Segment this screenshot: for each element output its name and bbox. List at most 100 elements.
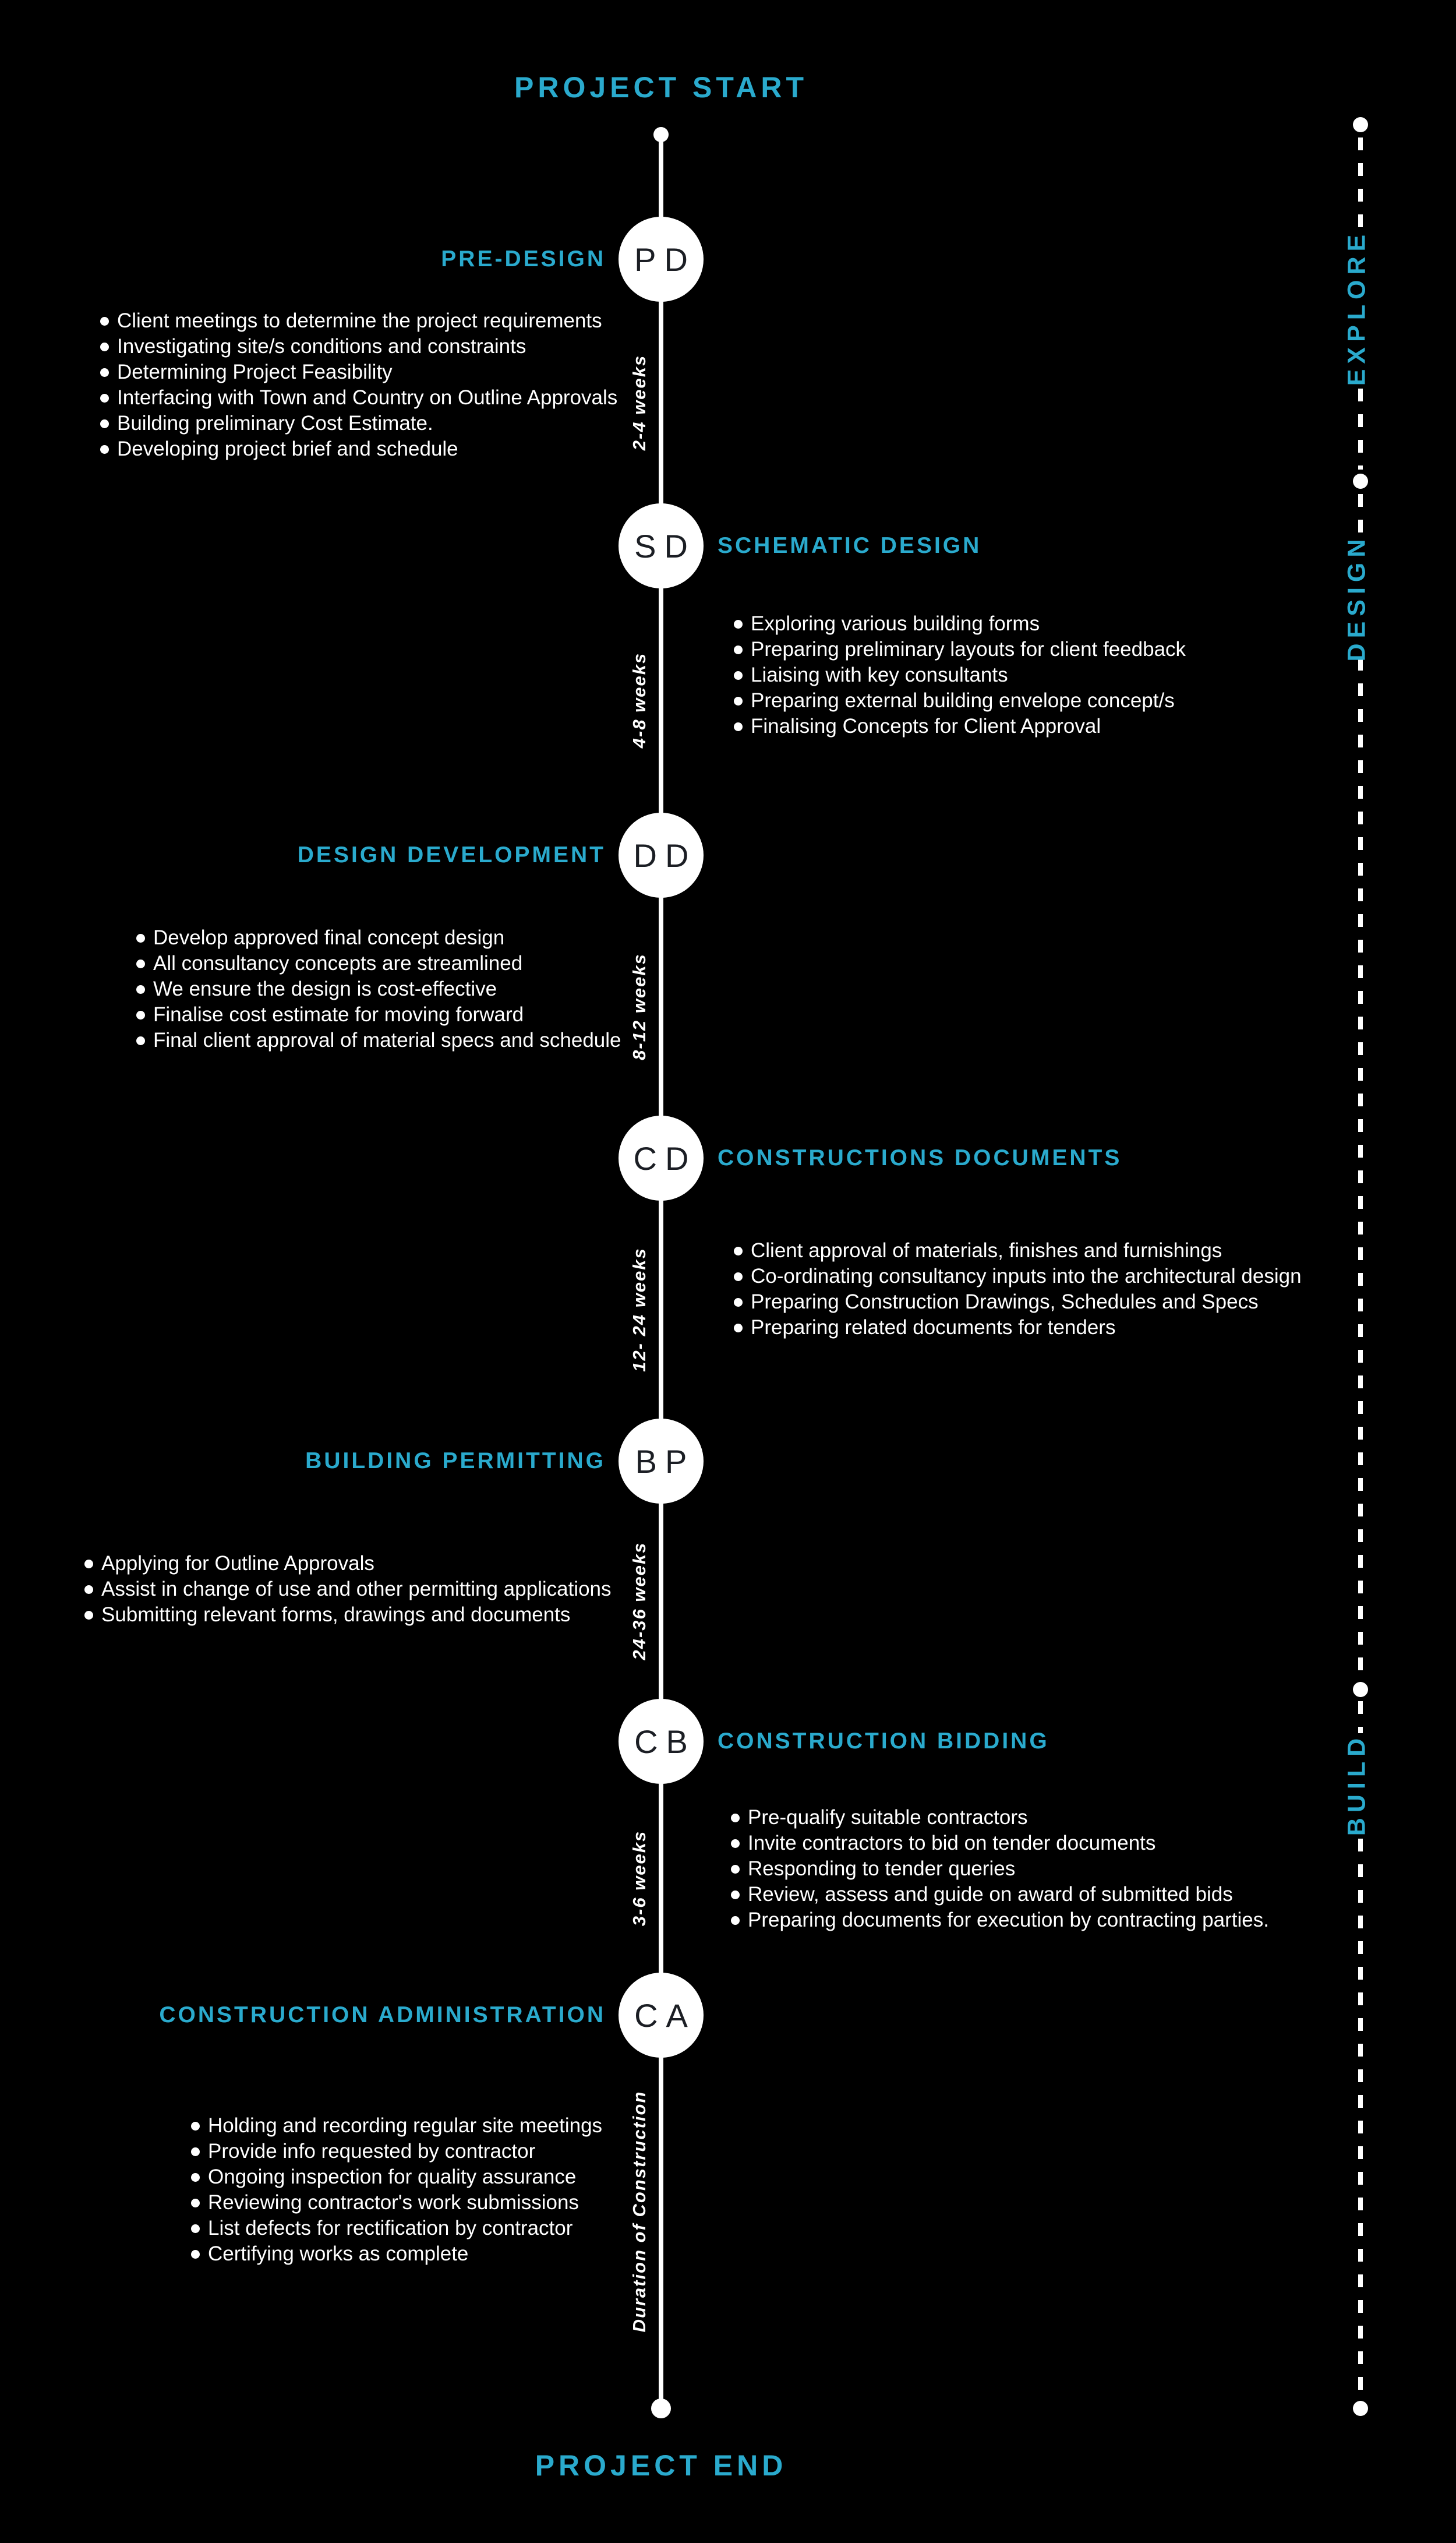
bullet-text: Ongoing inspection for quality assurance: [208, 2165, 577, 2188]
bullet-dot: [731, 1891, 740, 1899]
bullet-text: Submitting relevant forms, drawings and …: [101, 1603, 571, 1626]
phase-abbr-bp: BP: [635, 1442, 695, 1480]
bullet-dot: [734, 620, 743, 629]
list-item: Invite contractors to bid on tender docu…: [731, 1830, 1269, 1856]
right-rail-segment: [1358, 1839, 1363, 2398]
duration-label-bp: 24-36 weeks: [629, 1542, 649, 1660]
phase-abbr-cb: CB: [634, 1723, 696, 1760]
bullet-dot: [731, 1814, 740, 1822]
list-item: Preparing documents for execution by con…: [731, 1907, 1269, 1933]
list-item: Finalising Concepts for Client Approval: [734, 714, 1186, 739]
list-item: We ensure the design is cost-effective: [136, 976, 621, 1002]
list-item: Preparing preliminary layouts for client…: [734, 637, 1186, 662]
list-item: Preparing external building envelope con…: [734, 688, 1186, 714]
phase-node-ca: CA: [619, 1973, 704, 2058]
phase-title-constructions-documents: CONSTRUCTIONS DOCUMENTS: [718, 1145, 1122, 1170]
task-list-construction-bidding: Pre-qualify suitable contractors Invite …: [731, 1805, 1269, 1933]
phase-node-cb: CB: [619, 1699, 704, 1784]
phase-node-pd: PD: [619, 217, 704, 302]
bullet-dot: [100, 368, 109, 377]
list-item: Assist in change of use and other permit…: [84, 1576, 612, 1602]
bullet-text: Liaising with key consultants: [751, 664, 1008, 686]
list-item: Final client approval of material specs …: [136, 1028, 621, 1053]
bullet-dot: [191, 2173, 200, 2182]
task-list-constructions-documents: Client approval of materials, finishes a…: [734, 1238, 1302, 1341]
bullet-dot: [731, 1916, 740, 1925]
phase-abbr-dd: DD: [633, 837, 697, 874]
right-rail-segment: [1358, 1701, 1363, 1733]
phase-abbr-ca: CA: [634, 1997, 696, 2034]
bullet-text: All consultancy concepts are streamlined: [153, 952, 523, 975]
duration-label-dd: 8-12 weeks: [629, 953, 649, 1060]
right-rail-segment: [1358, 389, 1363, 470]
right-rail-dot: [1353, 2401, 1368, 2416]
list-item: Investigating site/s conditions and cons…: [100, 334, 617, 359]
bullet-dot: [734, 646, 743, 654]
bullet-dot: [136, 934, 145, 943]
bullet-text: Final client approval of material specs …: [153, 1029, 621, 1052]
list-item: Certifying works as complete: [191, 2241, 602, 2267]
list-item: Liaising with key consultants: [734, 662, 1186, 688]
bullet-dot: [100, 445, 109, 454]
phase-node-sd: SD: [619, 503, 704, 588]
timeline-start-dot: [653, 127, 669, 142]
bullet-text: Preparing Construction Drawings, Schedul…: [751, 1290, 1259, 1313]
list-item: Holding and recording regular site meeti…: [191, 2113, 602, 2139]
bullet-text: Provide info requested by contractor: [208, 2140, 536, 2163]
bullet-dot: [136, 1036, 145, 1045]
duration-label-cb: 3-6 weeks: [629, 1830, 649, 1927]
duration-label-ca: Duration of Construction: [629, 2090, 649, 2333]
list-item: Responding to tender queries: [731, 1856, 1269, 1882]
right-rail-dot: [1353, 117, 1368, 132]
phase-title-construction-administration: CONSTRUCTION ADMINISTRATION: [159, 2002, 606, 2027]
bullet-text: Investigating site/s conditions and cons…: [117, 335, 526, 358]
bullet-dot: [100, 394, 109, 403]
right-rail-dot: [1353, 474, 1368, 489]
list-item: Review, assess and guide on award of sub…: [731, 1882, 1269, 1907]
bullet-text: Developing project brief and schedule: [117, 438, 458, 460]
list-item: Ongoing inspection for quality assurance: [191, 2164, 602, 2190]
phase-node-dd: DD: [619, 813, 704, 898]
bullet-text: Assist in change of use and other permit…: [101, 1578, 612, 1600]
bullet-dot: [191, 2147, 200, 2156]
bullet-dot: [136, 985, 145, 994]
task-list-design-development: Develop approved final concept design Al…: [136, 925, 621, 1053]
list-item: List defects for rectification by contra…: [191, 2216, 602, 2241]
stage-label-build: BUILD: [1342, 1733, 1371, 1836]
bullet-text: Exploring various building forms: [751, 612, 1040, 635]
list-item: Preparing related documents for tenders: [734, 1315, 1302, 1341]
bullet-dot: [734, 1247, 743, 1255]
bullet-dot: [191, 2224, 200, 2233]
bullet-text: Responding to tender queries: [748, 1857, 1016, 1880]
bullet-text: Interfacing with Town and Country on Out…: [117, 386, 618, 409]
list-item: Interfacing with Town and Country on Out…: [100, 385, 617, 411]
timeline-end-dot: [651, 2399, 671, 2418]
right-rail-segment: [1358, 137, 1363, 235]
task-list-pre-design: Client meetings to determine the project…: [100, 308, 617, 462]
bullet-dot: [100, 317, 109, 326]
bullet-dot: [84, 1585, 93, 1594]
bullet-dot: [734, 1324, 743, 1332]
phase-title-design-development: DESIGN DEVELOPMENT: [297, 842, 606, 867]
task-list-schematic-design: Exploring various building forms Prepari…: [734, 611, 1186, 739]
bullet-text: Client approval of materials, finishes a…: [751, 1239, 1222, 1262]
phase-node-bp: BP: [619, 1419, 704, 1504]
list-item: Client meetings to determine the project…: [100, 308, 617, 334]
bullet-dot: [734, 1298, 743, 1307]
bullet-text: Preparing related documents for tenders: [751, 1316, 1116, 1339]
phase-abbr-sd: SD: [634, 527, 696, 565]
list-item: Determining Project Feasibility: [100, 359, 617, 385]
list-item: Developing project brief and schedule: [100, 436, 617, 462]
bullet-dot: [734, 671, 743, 680]
stage-label-explore: EXPLORE: [1342, 229, 1371, 386]
project-start-title: PROJECT START: [514, 71, 808, 104]
phase-title-schematic-design: SCHEMATIC DESIGN: [718, 533, 982, 558]
duration-label-pd: 2-4 weeks: [629, 354, 649, 451]
list-item: Co-ordinating consultancy inputs into th…: [734, 1264, 1302, 1289]
right-rail-dot: [1353, 1682, 1368, 1697]
phase-abbr-cd: CD: [633, 1140, 697, 1177]
bullet-text: Client meetings to determine the project…: [117, 309, 602, 332]
project-end-title: PROJECT END: [535, 2449, 787, 2482]
list-item: Exploring various building forms: [734, 611, 1186, 637]
bullet-dot: [100, 343, 109, 351]
